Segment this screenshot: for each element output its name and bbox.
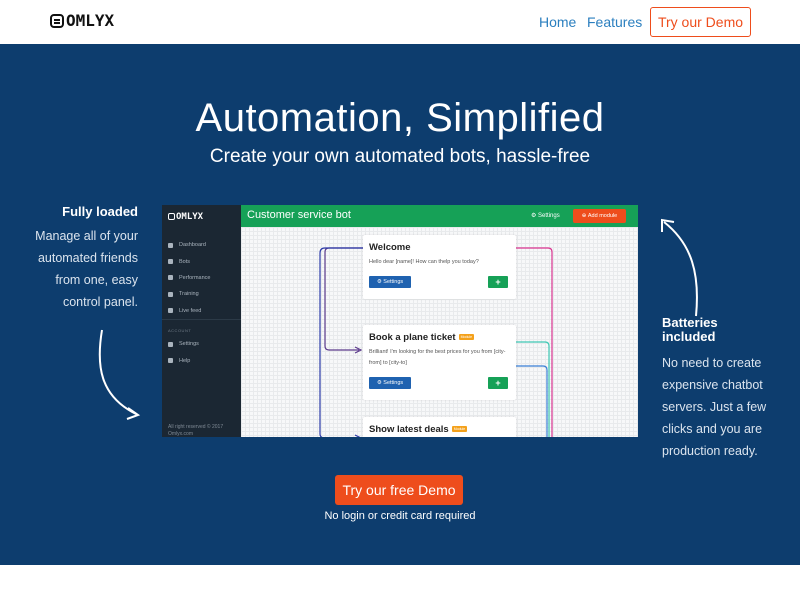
app-menu-item-performance[interactable]: Performance — [168, 270, 238, 286]
nav-link-home[interactable]: Home — [539, 14, 577, 30]
gear-icon: ⚙ — [376, 279, 384, 285]
menu-label: Help — [179, 357, 191, 364]
feature-batteries-included: Batteries included No need to create exp… — [662, 316, 772, 462]
card-settings-label: Settings — [383, 380, 404, 386]
question-icon — [168, 358, 173, 364]
card-title: Welcome — [369, 242, 411, 253]
app-menu-item-training[interactable]: Training — [168, 286, 238, 302]
menu-label: Live feed — [179, 307, 202, 314]
card-title-text: Show latest deals — [369, 424, 449, 435]
add-module-label: Add module — [587, 213, 618, 219]
card-text: Hello dear [name]! How can thelp you tod… — [369, 259, 479, 265]
app-main: Customer service bot ⚙ Settings ⊕ Add mo… — [241, 205, 638, 437]
brand-logo[interactable]: OMLYX — [50, 11, 115, 30]
menu-label: Training — [179, 291, 199, 298]
bot-title: Customer service bot — [247, 209, 351, 221]
feature-title: Fully loaded — [62, 204, 138, 219]
plus-icon: + — [495, 277, 501, 287]
feature-text: No need to create expensive chatbot serv… — [662, 356, 767, 458]
card-settings-button[interactable]: ⚙ Settings — [369, 276, 411, 288]
try-demo-button[interactable]: Try our Demo — [650, 7, 751, 37]
hero-title: Automation, Simplified — [195, 96, 605, 140]
card-settings-label: Settings — [383, 279, 404, 285]
app-account-menu: Settings Help — [168, 336, 238, 369]
app-menu-item-settings[interactable]: Settings — [168, 336, 238, 352]
hero-subtitle: Create your own automated bots, hassle-f… — [209, 146, 591, 167]
video-icon — [168, 308, 173, 314]
curved-arrow-icon — [98, 329, 141, 420]
dashboard-icon — [168, 242, 173, 248]
gear-icon: ⚙ — [376, 380, 384, 386]
nav-link-features[interactable]: Features — [587, 14, 643, 30]
menu-label: Performance — [179, 274, 211, 281]
plus-circle-icon: ⊕ — [581, 213, 588, 219]
logo-mark-icon — [50, 14, 64, 28]
list-icon — [168, 259, 173, 265]
app-menu: Dashboard Bots Performance Training Live… — [168, 237, 238, 319]
module-badge: Module — [451, 426, 468, 432]
try-free-demo-button[interactable]: Try our free Demo — [335, 475, 463, 505]
menu-label: Dashboard — [179, 242, 206, 249]
top-nav: OMLYX Home Features Try our Demo — [0, 0, 800, 44]
app-menu-item-help[interactable]: Help — [168, 352, 238, 368]
card-text: Brilliant! I'm looking for the best pric… — [369, 349, 506, 366]
menu-label: Settings — [179, 341, 199, 348]
curved-arrow-icon — [661, 218, 698, 317]
app-preview: OMLYX Dashboard Bots Performance Trainin… — [162, 205, 638, 437]
card-add-button[interactable]: + — [488, 276, 508, 288]
feature-title: Batteries included — [662, 315, 718, 344]
card-title-text: Book a plane ticket — [369, 332, 456, 343]
app-sidebar: OMLYX Dashboard Bots Performance Trainin… — [162, 205, 241, 437]
feature-text: Manage all of your automated friends fro… — [35, 229, 138, 309]
feature-fully-loaded: Fully loaded Manage all of your automate… — [30, 204, 138, 313]
settings-label: Settings — [538, 213, 560, 219]
app-footer: All right reserved © 2017 Omlyx.com — [168, 424, 224, 437]
app-topbar: Customer service bot ⚙ Settings ⊕ Add mo… — [241, 205, 638, 227]
flow-canvas: Welcome Hello dear [name]! How can thelp… — [241, 227, 638, 437]
app-menu-item-live-feed[interactable]: Live feed — [168, 303, 238, 319]
gear-icon: ⚙ — [531, 213, 539, 219]
flow-connectors — [319, 247, 553, 437]
app-logo: OMLYX — [168, 212, 203, 222]
hero-section: Automation, Simplified Create your own a… — [0, 44, 800, 565]
logo-text: OMLYX — [66, 11, 115, 30]
module-badge: Module — [458, 334, 475, 340]
app-settings-link[interactable]: ⚙ Settings — [531, 212, 560, 219]
app-menu-item-bots[interactable]: Bots — [168, 253, 238, 269]
app-logo-text: OMLYX — [176, 212, 204, 222]
chart-icon — [168, 275, 173, 281]
gear-icon — [168, 341, 173, 347]
account-heading: ACCOUNT — [168, 328, 192, 333]
card-add-button[interactable]: + — [488, 377, 508, 389]
plus-icon: + — [495, 378, 501, 388]
add-module-button[interactable]: ⊕ Add module — [573, 209, 626, 223]
sidebar-divider — [162, 319, 241, 320]
graduation-icon — [168, 291, 173, 297]
card-settings-button[interactable]: ⚙ Settings — [369, 377, 411, 389]
cta-note: No login or credit card required — [324, 510, 476, 522]
menu-label: Bots — [179, 258, 191, 265]
module-card-welcome: Welcome Hello dear [name]! How can thelp… — [363, 235, 516, 299]
logo-mark-icon — [168, 213, 175, 220]
app-menu-item-dashboard[interactable]: Dashboard — [168, 237, 238, 253]
